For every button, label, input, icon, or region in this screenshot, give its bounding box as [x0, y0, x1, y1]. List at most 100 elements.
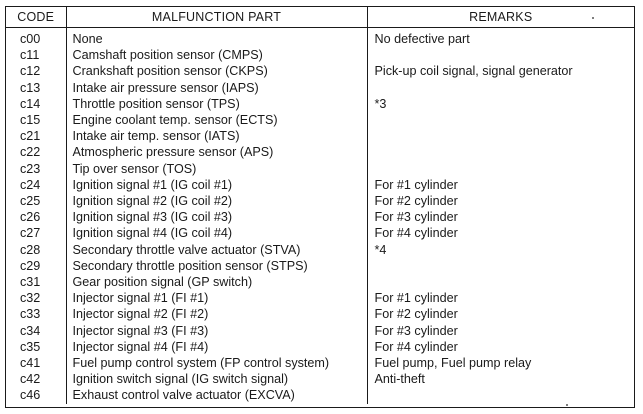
- code-cell: c13: [20, 80, 41, 95]
- malfunction-part-cell: Exhaust control valve actuator (EXCVA): [65, 387, 367, 404]
- malfunction-part-cell: Secondary throttle valve actuator (STVA): [65, 241, 367, 258]
- remarks-cell: For #3 cylinder: [366, 322, 634, 339]
- table-row: c25 Ignition signal #2 (IG coil #2)For #2…: [6, 193, 634, 210]
- malfunction-part-cell: Camshaft position sensor (CMPS): [65, 47, 367, 64]
- code-cell: c23: [20, 161, 41, 176]
- remarks-cell: For #4 cylinder: [366, 225, 634, 242]
- table-row: c14 Throttle position sensor (TPS)*3: [6, 95, 634, 113]
- table-row: c26 Ignition signal #3 (IG coil #3)For #3…: [6, 209, 634, 226]
- malfunction-part-cell: None: [65, 27, 367, 48]
- malfunction-part-cell: Ignition signal #1 (IG coil #1): [65, 176, 367, 194]
- code-cell: c22: [20, 145, 41, 160]
- malfunction-part-cell: Fuel pump control system (FP control sys…: [65, 355, 367, 372]
- table-row: c29 Secondary throttle position sensor (S…: [6, 257, 634, 275]
- remarks-cell: Anti-theft: [366, 371, 634, 388]
- remarks-cell: [366, 160, 634, 177]
- remarks-cell: [366, 144, 634, 161]
- remarks-cell: Fuel pump, Fuel pump relay: [366, 355, 634, 372]
- remarks-cell: [366, 257, 634, 275]
- remarks-cell: *4: [366, 241, 634, 258]
- code-cell: c15: [20, 113, 41, 128]
- malfunction-part-cell: Crankshaft position sensor (CKPS): [65, 63, 367, 80]
- print-speck: [566, 404, 568, 406]
- malfunction-part-cell: Injector signal #3 (FI #3): [65, 322, 367, 339]
- remarks-cell: For #4 cylinder: [366, 338, 634, 356]
- remarks-cell: For #1 cylinder: [366, 290, 634, 307]
- malfunction-part-cell: Secondary throttle position sensor (STPS…: [65, 257, 367, 275]
- code-cell: c41: [20, 356, 41, 371]
- malfunction-part-cell: Atmospheric pressure sensor (APS): [65, 144, 367, 161]
- code-cell: c42: [20, 372, 41, 387]
- table-row: c11 Camshaft position sensor (CMPS): [6, 47, 634, 64]
- table-row: c46 Exhaust control valve actuator (EXCVA…: [6, 387, 634, 404]
- table-header-row: CODE MALFUNCTION PART REMARKS: [6, 7, 634, 28]
- remarks-cell: *3: [366, 95, 634, 113]
- header-code: CODE: [6, 7, 66, 28]
- malfunction-part-cell: Ignition signal #3 (IG coil #3): [65, 209, 367, 226]
- code-cell: c34: [20, 323, 41, 338]
- malfunction-part-cell: Ignition signal #4 (IG coil #4): [65, 225, 367, 242]
- table-row: c22 Atmospheric pressure sensor (APS): [6, 144, 634, 161]
- table-row: c42 Ignition switch signal (IG switch sig…: [6, 371, 634, 388]
- table-row: c41 Fuel pump control system (FP control …: [6, 355, 634, 372]
- malfunction-part-cell: Ignition signal #2 (IG coil #2): [65, 193, 367, 210]
- code-cell: c31: [20, 275, 41, 290]
- table-row: c34 Injector signal #3 (FI #3)For #3 cyli…: [6, 322, 634, 339]
- remarks-cell: Pick-up coil signal, signal generator: [366, 63, 634, 80]
- remarks-cell: [366, 274, 634, 291]
- malfunction-part-cell: Injector signal #1 (FI #1): [65, 290, 367, 307]
- remarks-cell: For #3 cylinder: [366, 209, 634, 226]
- table-row: c15 Engine coolant temp. sensor (ECTS): [6, 112, 634, 129]
- code-cell: c32: [20, 291, 41, 306]
- code-cell: c29: [20, 258, 41, 273]
- remarks-cell: [366, 79, 634, 96]
- table-row: c27 Ignition signal #4 (IG coil #4)For #4…: [6, 225, 634, 242]
- header-malfunction-part: MALFUNCTION PART: [65, 7, 367, 28]
- remarks-cell: For #1 cylinder: [366, 176, 634, 194]
- code-cell: c14: [20, 96, 41, 111]
- remarks-cell: For #2 cylinder: [366, 193, 634, 210]
- code-cell: c28: [20, 242, 41, 257]
- malfunction-part-cell: Injector signal #2 (FI #2): [65, 306, 367, 323]
- malfunction-part-cell: Injector signal #4 (FI #4): [65, 338, 367, 356]
- table-row: c33 Injector signal #2 (FI #2)For #2 cyli…: [6, 306, 634, 323]
- code-cell: c46: [20, 388, 41, 403]
- malfunction-part-cell: Intake air temp. sensor (IATS): [65, 128, 367, 145]
- header-remarks: REMARKS: [366, 7, 634, 28]
- remarks-cell: For #2 cylinder: [366, 306, 634, 323]
- malfunction-part-cell: Throttle position sensor (TPS): [65, 95, 367, 113]
- code-cell: c00: [20, 32, 41, 46]
- malfunction-part-cell: Tip over sensor (TOS): [65, 160, 367, 177]
- code-cell: c24: [20, 177, 41, 192]
- table-row: c32 Injector signal #1 (FI #1)For #1 cyli…: [6, 290, 634, 307]
- code-cell: c21: [20, 129, 41, 144]
- table-row: c21 Intake air temp. sensor (IATS): [6, 128, 634, 145]
- malfunction-part-cell: Engine coolant temp. sensor (ECTS): [65, 112, 367, 129]
- table-row: c24 Ignition signal #1 (IG coil #1)For #1…: [6, 176, 634, 194]
- code-cell: c35: [20, 339, 41, 354]
- code-cell: c33: [20, 307, 41, 322]
- table-row: c12 Crankshaft position sensor (CKPS)Pick…: [6, 63, 634, 80]
- remarks-cell: [366, 128, 634, 145]
- malfunction-part-cell: Intake air pressure sensor (IAPS): [65, 79, 367, 96]
- table-row: c35 Injector signal #4 (FI #4)For #4 cyli…: [6, 338, 634, 356]
- table-row: c23 Tip over sensor (TOS): [6, 160, 634, 177]
- remarks-cell: [366, 47, 634, 64]
- remarks-cell: [366, 387, 634, 404]
- table-row: c28 Secondary throttle valve actuator (ST…: [6, 241, 634, 258]
- code-cell: c25: [20, 194, 41, 209]
- remarks-cell: [366, 112, 634, 129]
- remarks-cell: No defective part: [366, 27, 634, 48]
- malfunction-part-cell: Ignition switch signal (IG switch signal…: [65, 371, 367, 388]
- table-row: c13 Intake air pressure sensor (IAPS): [6, 79, 634, 96]
- code-cell: c12: [20, 64, 41, 79]
- print-speck: [592, 17, 594, 19]
- code-cell: c11: [20, 48, 40, 63]
- code-cell: c26: [20, 210, 41, 225]
- code-cell: c27: [20, 226, 41, 241]
